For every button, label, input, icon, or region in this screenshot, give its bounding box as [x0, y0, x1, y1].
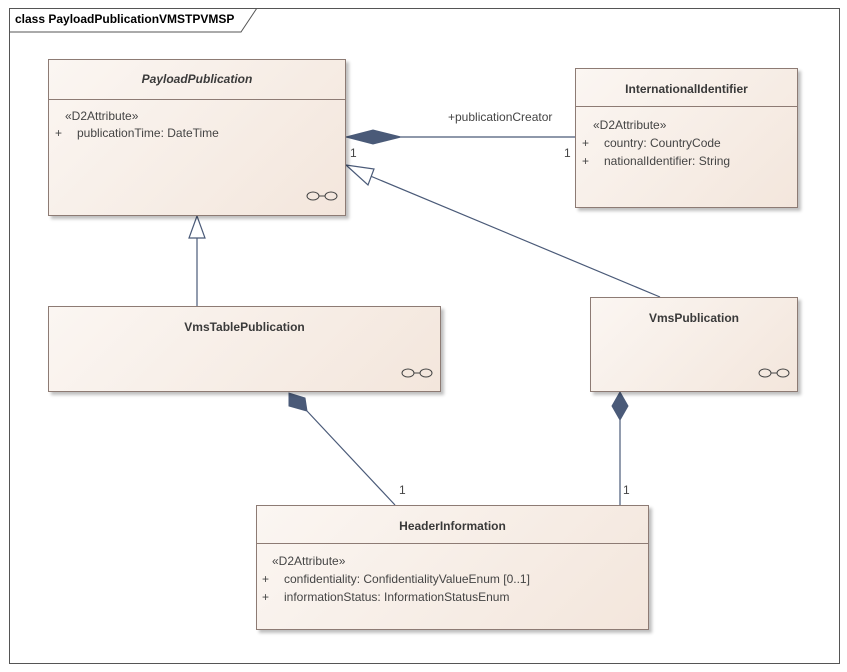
frame-tab-outline — [9, 8, 258, 33]
generalization-vms-line[interactable] — [367, 174, 661, 298]
link-icon — [758, 368, 790, 378]
class-name: VmsPublication — [648, 311, 740, 325]
class-separator — [576, 106, 797, 107]
attribute-text: country: CountryCode — [604, 136, 721, 150]
class-header-information[interactable]: HeaderInformation «D2Attribute» + confide… — [256, 505, 649, 630]
class-name: InternationalIdentifier — [625, 82, 748, 96]
class-vms-publication[interactable]: VmsPublication — [590, 297, 798, 392]
visibility-marker: + — [55, 126, 63, 140]
generalization-vmstable-arrow — [188, 214, 206, 239]
multiplicity-vmstable-header-end: 1 — [399, 483, 406, 497]
composition-diamond-vms — [611, 390, 629, 422]
class-vms-table-publication[interactable]: VmsTablePublication — [48, 306, 441, 392]
diagram-frame — [9, 8, 840, 664]
link-icon — [401, 368, 433, 378]
stereotype-label: «D2Attribute» — [593, 118, 667, 132]
stereotype-label: «D2Attribute» — [65, 109, 139, 123]
attribute-row[interactable]: + country: CountryCode — [582, 136, 721, 150]
visibility-marker: + — [262, 572, 270, 586]
link-icon — [306, 191, 338, 201]
attribute-row[interactable]: + informationStatus: InformationStatusEnu… — [262, 590, 509, 604]
class-payload-publication[interactable]: PayloadPublication «D2Attribute» + public… — [48, 59, 346, 216]
attribute-text: publicationTime: DateTime — [77, 126, 219, 140]
multiplicity-payload-end: 1 — [350, 146, 357, 160]
attribute-row[interactable]: + publicationTime: DateTime — [55, 126, 219, 140]
class-name: PayloadPublication — [141, 72, 253, 86]
multiplicity-identifier-end: 1 — [564, 146, 571, 160]
attribute-text: nationalIdentifier: String — [604, 154, 731, 168]
class-international-identifier[interactable]: InternationalIdentifier «D2Attribute» + c… — [575, 68, 798, 208]
attribute-text: informationStatus: InformationStatusEnum — [284, 590, 510, 604]
role-label-publication-creator: +publicationCreator — [448, 110, 553, 124]
composition-diamond-vmstable — [288, 392, 308, 412]
composition-diamond-payload-shape — [344, 129, 402, 145]
generalization-vms-arrow — [344, 164, 375, 187]
attribute-row[interactable]: + confidentiality: ConfidentialityValueEn… — [262, 572, 530, 586]
class-separator — [49, 99, 345, 100]
visibility-marker: + — [582, 136, 590, 150]
class-separator — [257, 543, 648, 544]
class-name: VmsTablePublication — [184, 320, 305, 334]
frame-title: class PayloadPublicationVMSTPVMSP — [15, 12, 235, 26]
attribute-text: confidentiality: ConfidentialityValueEnu… — [284, 572, 530, 586]
visibility-marker: + — [582, 154, 590, 168]
multiplicity-vms-header-end: 1 — [623, 483, 630, 497]
association-vmstable-header-line[interactable] — [306, 410, 396, 506]
stereotype-label: «D2Attribute» — [272, 554, 346, 568]
visibility-marker: + — [262, 590, 270, 604]
class-name: HeaderInformation — [399, 519, 506, 533]
attribute-row[interactable]: + nationalIdentifier: String — [582, 154, 730, 168]
